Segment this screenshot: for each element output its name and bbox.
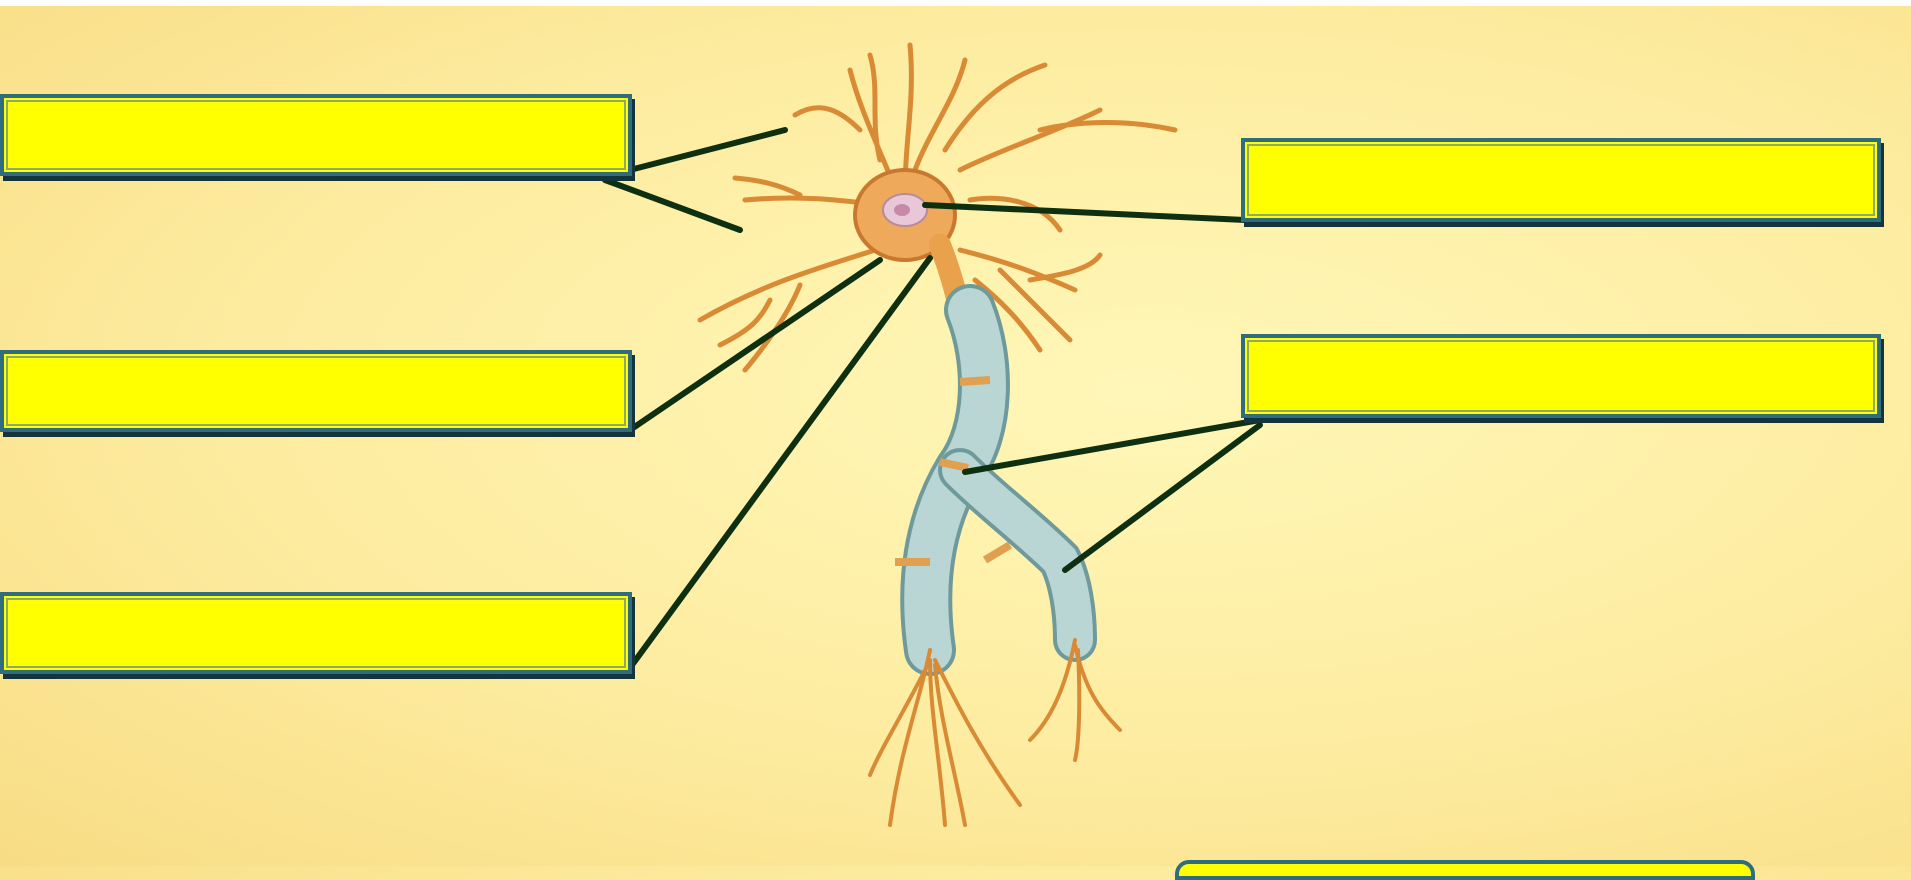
label-box-left-top[interactable] [0, 94, 632, 176]
leader-line [925, 205, 1245, 220]
leader-line [632, 258, 930, 665]
leader-line [605, 180, 740, 230]
leader-line [965, 420, 1260, 472]
leader-line [630, 130, 785, 170]
label-box-right-top[interactable] [1241, 138, 1881, 222]
label-box-right-middle[interactable] [1241, 334, 1881, 418]
leader-line [630, 260, 880, 430]
label-box-left-middle[interactable] [0, 350, 632, 432]
label-box-left-bottom[interactable] [0, 592, 632, 674]
bottom-tab [1175, 860, 1755, 880]
